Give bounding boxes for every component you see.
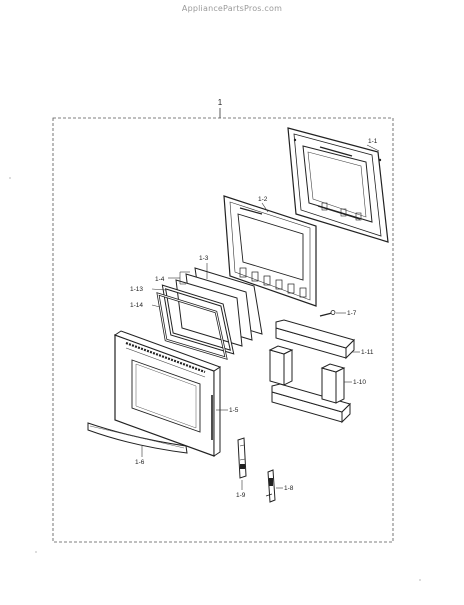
label-1-8: 1-8 — [284, 485, 294, 492]
part-hinge-receiver — [237, 437, 247, 479]
label-1-9: 1-9 — [236, 492, 246, 499]
part-insulation-strip-top — [275, 319, 355, 360]
label-1-5: 1-5 — [229, 407, 239, 414]
part-screw — [319, 310, 336, 317]
label-1-1: 1-1 — [368, 138, 378, 145]
part-glass-gasket — [156, 284, 235, 360]
leader-1-14 — [151, 304, 161, 308]
leader-1-13 — [151, 288, 167, 291]
label-1-13: 1-13 — [130, 286, 143, 293]
leader-1-1 — [366, 144, 380, 152]
label-1-6: 1-6 — [135, 459, 145, 466]
label-1-7: 1-7 — [347, 310, 357, 317]
assembly-boundary — [52, 117, 394, 543]
assembly-label: 1 — [218, 98, 223, 107]
label-1-2: 1-2 — [258, 196, 268, 203]
label-1-14: 1-14 — [130, 302, 143, 309]
part-door-hinge — [265, 469, 276, 503]
watermark-text: AppliancePartsPros.com — [181, 4, 283, 13]
part-insulation-block-left — [268, 345, 294, 386]
leader-1-2 — [261, 202, 269, 213]
label-1-10: 1-10 — [353, 379, 366, 386]
part-door-handle — [87, 422, 188, 454]
label-1-11: 1-11 — [361, 349, 374, 356]
part-outer-door-panel — [113, 330, 222, 457]
label-1-3: 1-3 — [199, 255, 209, 262]
part-inner-door-frame — [287, 127, 389, 243]
part-insulation-block-right — [320, 363, 346, 404]
part-insulation-strip-bottom — [271, 383, 351, 424]
part-door-liner — [223, 195, 317, 307]
label-1-4: 1-4 — [155, 276, 165, 283]
